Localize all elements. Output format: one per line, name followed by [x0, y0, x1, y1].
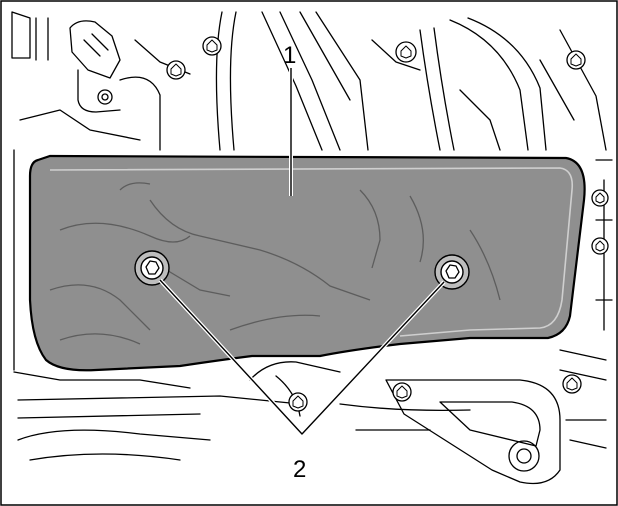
torx-bolt-icon: [202, 36, 222, 56]
torx-bolt-icon: [591, 237, 609, 255]
leader-line-2: [159, 279, 445, 435]
torx-bolt-icon: [562, 374, 582, 394]
callout-2: 2: [158, 278, 446, 483]
heat-shield: [28, 154, 586, 372]
torx-bolt-icon: [288, 392, 308, 412]
background-fasteners: [166, 36, 609, 412]
torx-bolt-icon: [166, 60, 186, 80]
torx-nut-icon: [434, 254, 470, 290]
torx-bolt-icon: [566, 50, 586, 70]
callout-label-1: 1: [283, 42, 296, 69]
callout-label-2: 2: [293, 456, 306, 483]
torx-bolt-icon: [392, 382, 412, 402]
torx-nut-icon: [134, 250, 170, 286]
torx-bolt-icon: [395, 41, 417, 63]
callout-1: 1: [283, 42, 296, 196]
torx-bolt-icon: [591, 189, 609, 207]
